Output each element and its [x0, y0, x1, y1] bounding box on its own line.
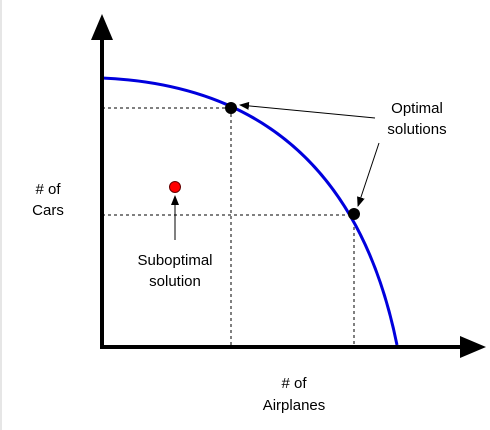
suboptimal-label-line1: Suboptimal	[137, 252, 212, 269]
x-axis-arrowhead	[460, 336, 486, 358]
y-axis-label-line1: # of	[35, 181, 61, 198]
suboptimal-point	[169, 181, 181, 193]
optimal-point-upper	[225, 102, 237, 114]
optimal-label-line1: Optimal	[391, 100, 443, 117]
optimal-pointer-arrow-upper	[239, 101, 376, 119]
optimal-pointer-arrow-lower	[357, 142, 380, 207]
x-axis-label-line2: Airplanes	[263, 397, 326, 414]
frontier-curve	[101, 76, 399, 346]
y-axis-arrowhead	[91, 14, 113, 40]
y-axis-label-line2: Cars	[32, 202, 64, 219]
optimal-label-line2: solutions	[387, 121, 446, 138]
x-axis-label-line1: # of	[281, 375, 307, 392]
optimal-point-lower	[348, 208, 360, 220]
suboptimal-label-line2: solution	[149, 273, 201, 290]
